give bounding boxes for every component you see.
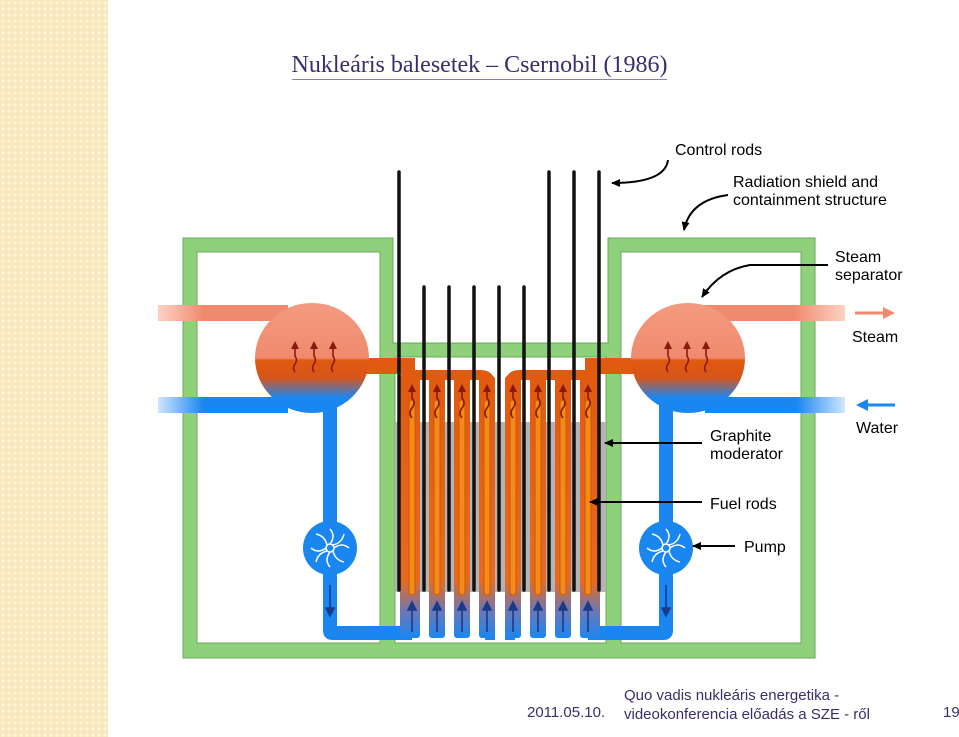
footer-date: 2011.05.10. bbox=[527, 704, 606, 721]
footer-caption: Quo vadis nukleáris energetika - videoko… bbox=[624, 686, 870, 724]
fuel-rods bbox=[408, 399, 592, 596]
containment-structure bbox=[182, 237, 816, 659]
steam-rising-arrows bbox=[292, 348, 709, 373]
pump-left bbox=[303, 521, 357, 575]
water-inlet-pipes bbox=[158, 397, 845, 413]
label-steam: Steam bbox=[852, 329, 898, 346]
label-radiation-shield-line1: Radiation shield and bbox=[733, 174, 878, 191]
heat-flow-arrowheads bbox=[408, 384, 592, 392]
label-control-rods: Control rods bbox=[675, 142, 762, 159]
label-pump: Pump bbox=[744, 539, 786, 556]
decorative-side-pattern bbox=[0, 0, 108, 737]
label-steam-separator-line1: Steam bbox=[835, 249, 881, 266]
label-water: Water bbox=[856, 420, 899, 437]
leader-lines bbox=[589, 159, 828, 550]
label-graphite-line1: Graphite bbox=[710, 428, 771, 445]
label-graphite-line2: moderator bbox=[710, 446, 784, 463]
footer-caption-line1: Quo vadis nukleáris energetika - bbox=[624, 687, 840, 704]
label-fuel-rods: Fuel rods bbox=[710, 496, 777, 513]
page-number: 19 bbox=[943, 704, 959, 721]
water-arrow-icon bbox=[856, 399, 895, 411]
label-radiation-shield-line2: containment structure bbox=[733, 192, 887, 209]
steam-arrow-icon bbox=[855, 307, 895, 319]
heat-flow-arrows bbox=[409, 390, 591, 419]
steam-rising-arrowheads bbox=[291, 341, 710, 349]
steam-separator-left bbox=[255, 303, 369, 413]
pump-right bbox=[639, 521, 693, 575]
control-rods bbox=[397, 170, 601, 592]
label-steam-separator-line2: separator bbox=[835, 267, 903, 284]
steam-outlet-pipes bbox=[158, 305, 845, 321]
coolant-flow-arrows bbox=[324, 585, 672, 632]
footer-caption-line2: videokonferencia előadás a SZE - ről bbox=[624, 706, 870, 723]
slide-title: Nukleáris balesetek – Csernobil (1986) bbox=[291, 52, 668, 80]
